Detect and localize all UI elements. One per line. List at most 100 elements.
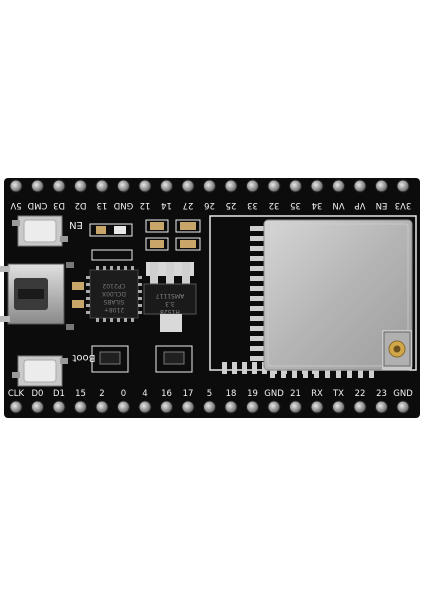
header-pin bbox=[375, 179, 388, 193]
header-pin bbox=[353, 400, 367, 414]
bottom-pin-label: 19 bbox=[247, 389, 258, 399]
svg-text:2108+: 2108+ bbox=[104, 306, 124, 313]
ufl-antenna-connector[interactable] bbox=[383, 331, 411, 367]
header-pin bbox=[9, 179, 23, 193]
bottom-pin-label: 0 bbox=[121, 389, 126, 399]
top-pin-label: VP bbox=[355, 200, 366, 210]
bottom-pin-label: 2 bbox=[99, 389, 104, 399]
voltage-regulator: AMS1117 3.3 H1528 bbox=[143, 262, 197, 332]
bottom-pin-label: 18 bbox=[226, 389, 237, 399]
top-pin-label: VN bbox=[332, 200, 344, 210]
header-pin bbox=[160, 179, 173, 193]
bottom-pin-label: 4 bbox=[142, 389, 147, 399]
top-pin-label: 26 bbox=[204, 200, 215, 210]
header-pin bbox=[95, 400, 109, 414]
header-pin bbox=[203, 179, 216, 193]
bottom-pin-label: 17 bbox=[183, 389, 194, 399]
bottom-pin-label: 22 bbox=[355, 389, 366, 399]
module-pads bbox=[250, 226, 264, 361]
header-pin bbox=[9, 400, 23, 414]
top-pin-label: 3V3 bbox=[395, 200, 412, 210]
bottom-pin-header bbox=[9, 400, 410, 414]
top-pin-label: 13 bbox=[97, 200, 108, 210]
header-pin bbox=[310, 179, 324, 193]
top-pin-label: CMD bbox=[27, 200, 47, 210]
header-pin bbox=[375, 400, 388, 414]
svg-text:H1528: H1528 bbox=[160, 308, 180, 315]
header-pin bbox=[353, 179, 367, 193]
boot-button[interactable] bbox=[12, 355, 68, 387]
header-pin bbox=[117, 179, 130, 193]
bottom-pin-label: TX bbox=[332, 389, 344, 399]
bottom-pin-label: D0 bbox=[32, 389, 44, 399]
svg-text:AMS1117: AMS1117 bbox=[156, 292, 185, 299]
header-pin bbox=[224, 179, 238, 193]
top-pin-label: EN bbox=[376, 200, 388, 210]
header-pin bbox=[181, 179, 195, 193]
boot-button-label: Boot bbox=[72, 352, 95, 363]
header-pin bbox=[310, 400, 324, 414]
header-pin bbox=[74, 179, 87, 193]
top-pin-label: D3 bbox=[53, 200, 65, 210]
header-pin bbox=[396, 400, 410, 414]
header-pin bbox=[138, 179, 152, 193]
svg-text:SILABS: SILABS bbox=[103, 298, 124, 305]
top-pin-label: GND bbox=[113, 200, 133, 210]
header-pin bbox=[289, 179, 302, 193]
header-pin bbox=[289, 400, 302, 414]
top-pin-label: 14 bbox=[161, 200, 172, 210]
header-pin bbox=[224, 400, 238, 414]
svg-text:CP2102: CP2102 bbox=[102, 282, 125, 289]
header-pin bbox=[181, 400, 195, 414]
top-pin-labels: 5V CMD D3 D2 13 GND 12 14 27 26 25 33 32 35 34 VN VP EN 3V… bbox=[10, 200, 411, 210]
bottom-pin-label: CLK bbox=[8, 389, 25, 399]
top-pin-label: 35 bbox=[290, 200, 301, 210]
bottom-pin-label: GND bbox=[393, 389, 413, 399]
header-pin bbox=[31, 400, 44, 414]
bottom-pin-label: RX bbox=[311, 389, 323, 399]
bottom-pin-label: 5 bbox=[207, 389, 212, 399]
header-pin bbox=[203, 400, 216, 414]
header-pin bbox=[332, 400, 345, 414]
header-pin bbox=[246, 179, 259, 193]
header-pin bbox=[267, 179, 281, 193]
top-pin-header bbox=[9, 179, 410, 193]
header-pin bbox=[246, 400, 259, 414]
en-button[interactable] bbox=[12, 215, 68, 247]
header-pin bbox=[52, 400, 66, 414]
bottom-pin-labels: CLK D0 D1 15 2 0 4 16 17 5 18 19 GND 21 RX TX 22 23 GND bbox=[8, 389, 413, 399]
bottom-pin-label: 23 bbox=[376, 389, 387, 399]
transistors bbox=[91, 345, 193, 373]
bottom-pin-label: D1 bbox=[53, 389, 65, 399]
bottom-pin-label: 15 bbox=[75, 389, 86, 399]
bottom-pin-label: 21 bbox=[290, 389, 301, 399]
usb-uart-chip: CP2102 DCL00X SILABS 2108+ bbox=[86, 266, 142, 322]
header-pin bbox=[31, 179, 44, 193]
top-pin-label: 5V bbox=[10, 200, 21, 210]
top-pin-label: 27 bbox=[183, 200, 194, 210]
header-pin bbox=[117, 400, 130, 414]
bottom-pin-label: 16 bbox=[161, 389, 172, 399]
smd-components-left bbox=[66, 262, 84, 330]
header-pin bbox=[52, 179, 66, 193]
micro-usb-port[interactable] bbox=[0, 263, 65, 325]
svg-text:3.3: 3.3 bbox=[165, 300, 175, 307]
top-pin-label: 12 bbox=[140, 200, 151, 210]
header-pin bbox=[138, 400, 152, 414]
svg-text:DCL00X: DCL00X bbox=[102, 290, 126, 297]
en-button-label: EN bbox=[69, 219, 83, 230]
header-pin bbox=[160, 400, 173, 414]
top-pin-label: 33 bbox=[247, 200, 258, 210]
bottom-pin-label: GND bbox=[264, 389, 284, 399]
top-pin-label: 34 bbox=[312, 200, 323, 210]
top-pin-label: D2 bbox=[75, 200, 87, 210]
header-pin bbox=[74, 400, 87, 414]
header-pin bbox=[332, 179, 345, 193]
top-pin-label: 32 bbox=[269, 200, 280, 210]
top-pin-label: 25 bbox=[226, 200, 237, 210]
header-pin bbox=[267, 400, 281, 414]
header-pin bbox=[95, 179, 109, 193]
header-pin bbox=[396, 179, 410, 193]
smd-components-top bbox=[89, 219, 201, 261]
